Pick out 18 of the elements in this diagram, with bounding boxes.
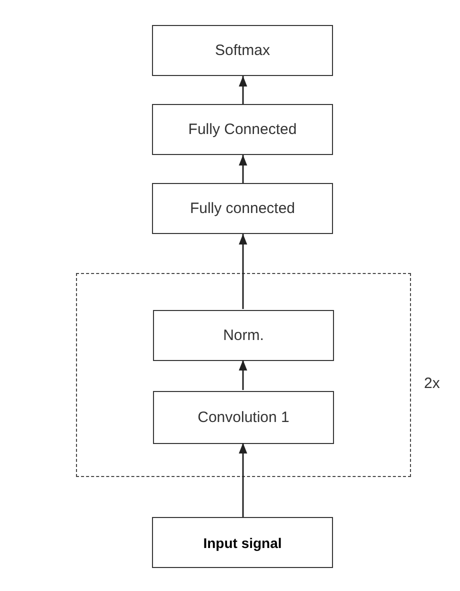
box-label: Softmax (214, 42, 270, 59)
box-label: Convolution 1 (198, 409, 290, 426)
box-label: Fully connected (190, 200, 296, 217)
process-box (152, 517, 333, 568)
arrow (238, 76, 248, 104)
repeat-label: 2x (424, 375, 440, 392)
arrow (238, 443, 248, 517)
process-box (152, 25, 333, 76)
box-label: Norm. (223, 327, 264, 344)
box-label: Fully Connected (188, 121, 297, 138)
arrow (238, 360, 248, 390)
process-box (152, 183, 333, 234)
arrow (238, 155, 248, 183)
arrow (238, 234, 248, 309)
box-label: Input signal (203, 534, 282, 550)
process-box (153, 310, 334, 361)
process-box (152, 104, 333, 155)
process-box (153, 391, 334, 444)
